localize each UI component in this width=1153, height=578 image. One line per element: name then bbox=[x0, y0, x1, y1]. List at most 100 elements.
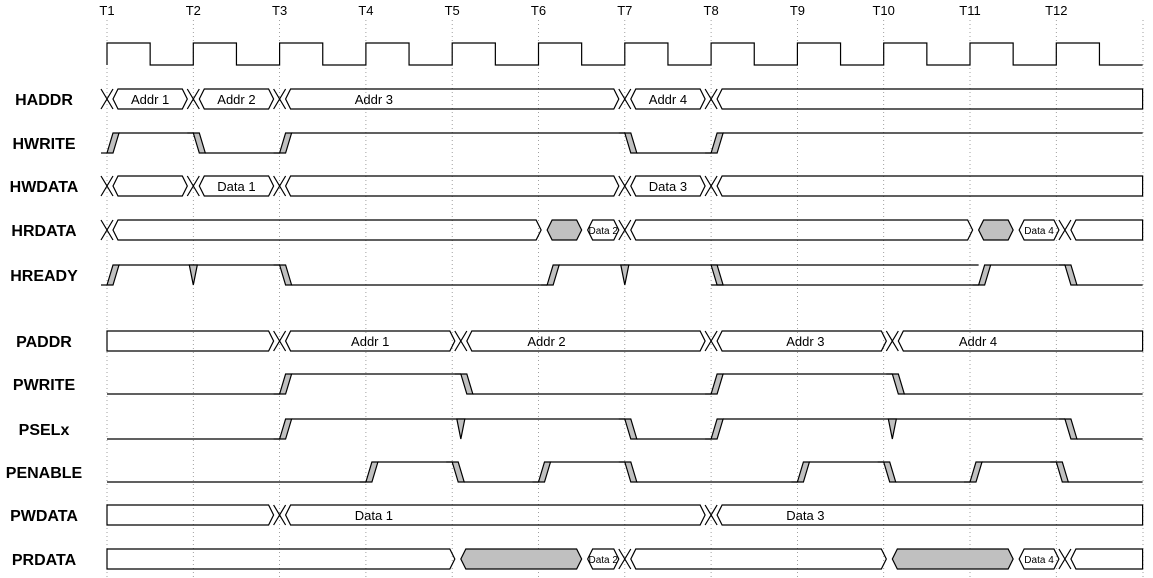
bus-segment bbox=[284, 175, 620, 197]
rising-edge bbox=[365, 461, 379, 483]
bus-segment bbox=[112, 219, 542, 241]
undefined-data-region bbox=[891, 548, 1014, 570]
bus-value-label: Addr 3 bbox=[786, 334, 824, 349]
bus-segment bbox=[112, 175, 188, 197]
signal-label: HWRITE bbox=[12, 136, 75, 153]
transition-cross bbox=[454, 330, 468, 352]
time-label: T5 bbox=[445, 3, 460, 18]
falling-edge bbox=[623, 418, 638, 440]
rising-edge bbox=[710, 373, 724, 395]
time-label: T8 bbox=[704, 3, 719, 18]
transition-cross bbox=[100, 175, 114, 197]
rising-edge bbox=[796, 461, 811, 483]
glitch-mark bbox=[188, 264, 199, 286]
undefined-data-region bbox=[460, 548, 583, 570]
transition-cross bbox=[618, 88, 632, 110]
falling-edge bbox=[882, 461, 897, 483]
transition-cross bbox=[273, 504, 287, 526]
falling-edge bbox=[192, 132, 207, 154]
rising-edge bbox=[546, 264, 560, 286]
signal-label: HADDR bbox=[15, 92, 73, 109]
time-label: T7 bbox=[617, 3, 632, 18]
clock-line bbox=[106, 42, 1143, 66]
time-label: T6 bbox=[531, 3, 546, 18]
bus-segment bbox=[586, 548, 620, 570]
transition-cross bbox=[704, 330, 718, 352]
signal-hwrite: HWRITE bbox=[12, 132, 1143, 154]
undefined-data-region bbox=[977, 219, 1014, 241]
rising-edge bbox=[278, 373, 293, 395]
rising-edge bbox=[106, 264, 120, 286]
transition-cross bbox=[704, 88, 718, 110]
signal-label: HREADY bbox=[10, 268, 78, 285]
signal-penable: PENABLE bbox=[6, 461, 1143, 483]
falling-edge bbox=[451, 461, 466, 483]
transition-cross bbox=[704, 175, 718, 197]
bus-segment bbox=[716, 88, 1144, 110]
signal-pwrite: PWRITE bbox=[13, 373, 1143, 395]
falling-edge bbox=[891, 373, 906, 395]
time-label: T4 bbox=[358, 3, 373, 18]
bus-segment bbox=[586, 219, 620, 241]
glitch-mark bbox=[620, 264, 630, 286]
falling-edge bbox=[278, 264, 293, 286]
bus-segment bbox=[284, 330, 456, 352]
bus-value-label: Addr 4 bbox=[649, 92, 687, 107]
bus-segment bbox=[106, 548, 456, 570]
signal-label: HRDATA bbox=[11, 223, 77, 240]
bus-segment bbox=[106, 504, 275, 526]
glitch-mark bbox=[887, 418, 898, 440]
rising-edge bbox=[278, 132, 293, 154]
falling-edge bbox=[623, 132, 638, 154]
bus-segment bbox=[716, 504, 1144, 526]
transition-cross bbox=[885, 330, 899, 352]
bus-segment bbox=[112, 88, 188, 110]
transition-cross bbox=[273, 175, 287, 197]
bus-value-label: Addr 2 bbox=[527, 334, 565, 349]
bus-segment bbox=[716, 175, 1144, 197]
time-label: T11 bbox=[959, 3, 980, 18]
bus-segment bbox=[284, 504, 706, 526]
bus-segment bbox=[284, 88, 620, 110]
bus-segment bbox=[106, 330, 275, 352]
bus-segment bbox=[466, 330, 706, 352]
bus-value-label: Data 4 bbox=[1024, 555, 1054, 566]
time-label: T2 bbox=[186, 3, 201, 18]
time-label: T12 bbox=[1045, 3, 1067, 18]
bus-value-label: Data 1 bbox=[355, 508, 393, 523]
signal-label: HWDATA bbox=[10, 179, 79, 196]
falling-edge bbox=[460, 373, 474, 395]
falling-edge bbox=[623, 461, 638, 483]
transition-cross bbox=[704, 504, 718, 526]
falling-edge bbox=[1055, 461, 1070, 483]
falling-edge bbox=[1064, 418, 1078, 440]
bus-segment bbox=[630, 175, 706, 197]
bus-value-label: Data 2 bbox=[588, 226, 618, 237]
rising-edge bbox=[710, 418, 724, 440]
rising-edge bbox=[710, 132, 724, 154]
bus-segment bbox=[198, 175, 275, 197]
rising-edge bbox=[106, 132, 120, 154]
time-label: T10 bbox=[872, 3, 894, 18]
transition-cross bbox=[186, 175, 200, 197]
signal-hready: HREADY bbox=[10, 264, 1143, 286]
signal-label: PWDATA bbox=[10, 508, 78, 525]
transition-cross bbox=[1058, 548, 1072, 570]
rising-edge bbox=[537, 461, 552, 483]
transition-cross bbox=[100, 219, 114, 241]
transition-cross bbox=[618, 219, 632, 241]
time-label: T1 bbox=[99, 3, 114, 18]
bus-segment bbox=[1018, 219, 1060, 241]
bus-segment bbox=[198, 88, 275, 110]
rising-edge bbox=[278, 418, 293, 440]
clock-waveform bbox=[106, 42, 1143, 66]
rising-edge bbox=[969, 461, 983, 483]
transition-cross bbox=[618, 175, 632, 197]
falling-edge bbox=[710, 264, 724, 286]
bus-value-label: Addr 1 bbox=[351, 334, 389, 349]
